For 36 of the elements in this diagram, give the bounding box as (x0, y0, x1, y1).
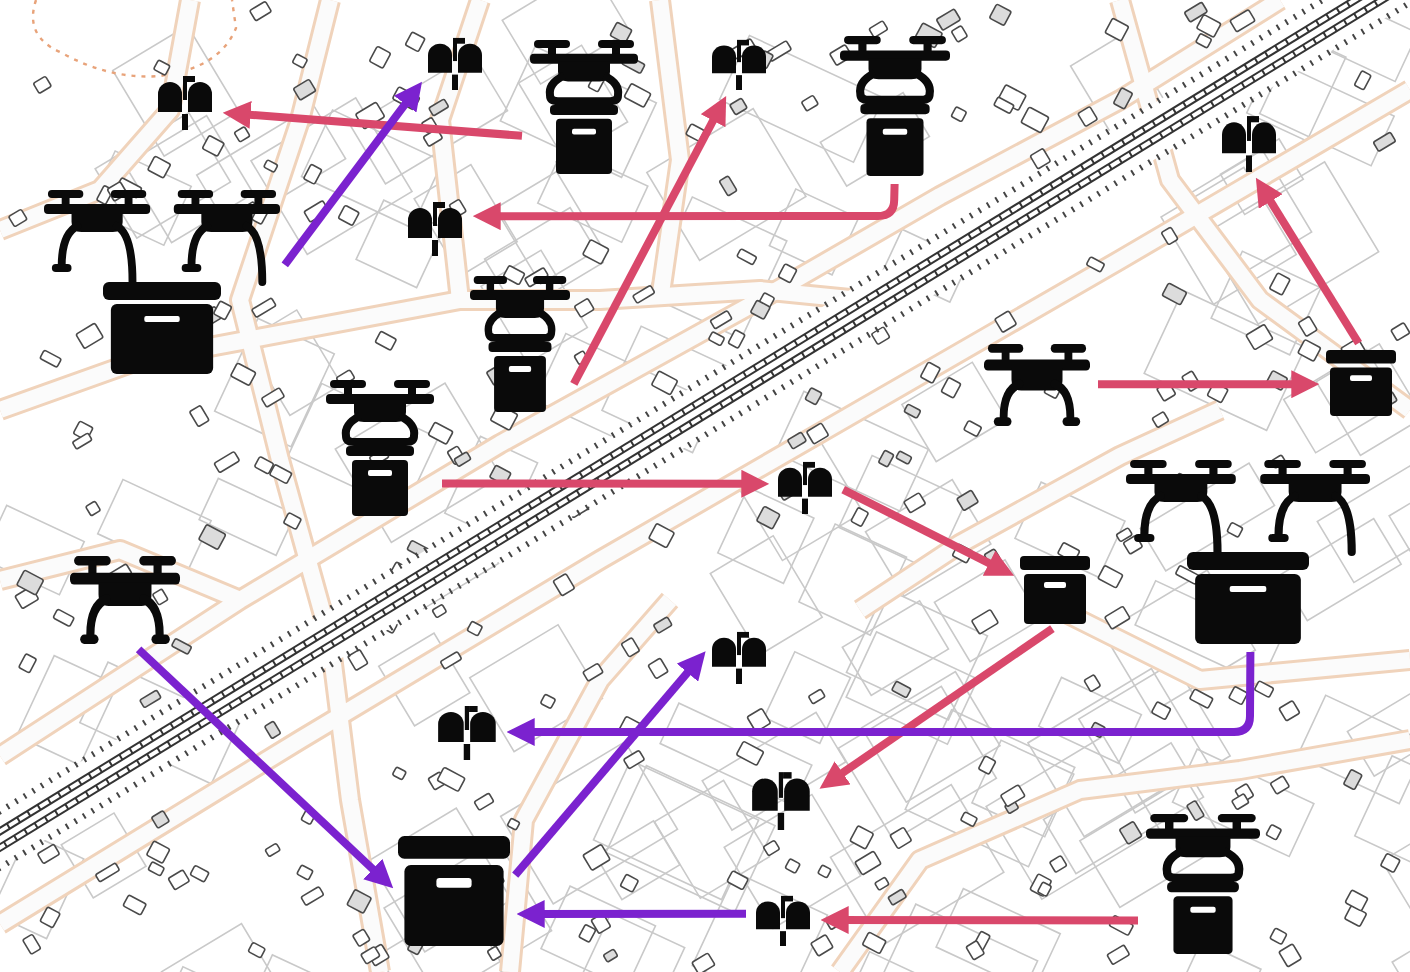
mailbox-icon (776, 460, 836, 514)
arrow (506, 651, 1255, 746)
arrow (135, 646, 394, 889)
mailbox-icon (436, 704, 500, 760)
drone-icon (984, 344, 1090, 426)
arrow (516, 900, 746, 928)
arrow (222, 100, 523, 140)
mailbox-icon (754, 894, 814, 946)
mailbox-icon (710, 630, 770, 684)
arrow (472, 183, 899, 231)
mailbox-icon (406, 200, 466, 256)
package-icon (398, 836, 510, 946)
package-icon (1020, 556, 1090, 624)
mailbox-icon (426, 36, 486, 90)
drone-package-icon (1146, 814, 1260, 954)
arrow (841, 486, 1015, 576)
drone-package-icon (470, 276, 570, 412)
arrow (820, 906, 1138, 934)
drone-package-icon (326, 380, 434, 516)
drone-package-icon (840, 36, 950, 176)
arrow (1098, 370, 1320, 399)
arrow (281, 81, 422, 268)
mailbox-icon (156, 74, 216, 130)
package-icon (1326, 350, 1396, 416)
mailbox-icon (750, 770, 814, 830)
arrow (512, 651, 706, 878)
arrow (1255, 177, 1362, 346)
two-drones-package-icon (44, 190, 280, 374)
mailbox-icon (710, 38, 770, 90)
arrow (570, 95, 727, 386)
two-drones-package-icon (1126, 460, 1370, 644)
arrow (442, 469, 770, 498)
drone-icon (70, 556, 180, 644)
arrow (819, 625, 1055, 789)
mailbox-icon (1220, 114, 1280, 172)
drone-package-icon (530, 40, 638, 174)
